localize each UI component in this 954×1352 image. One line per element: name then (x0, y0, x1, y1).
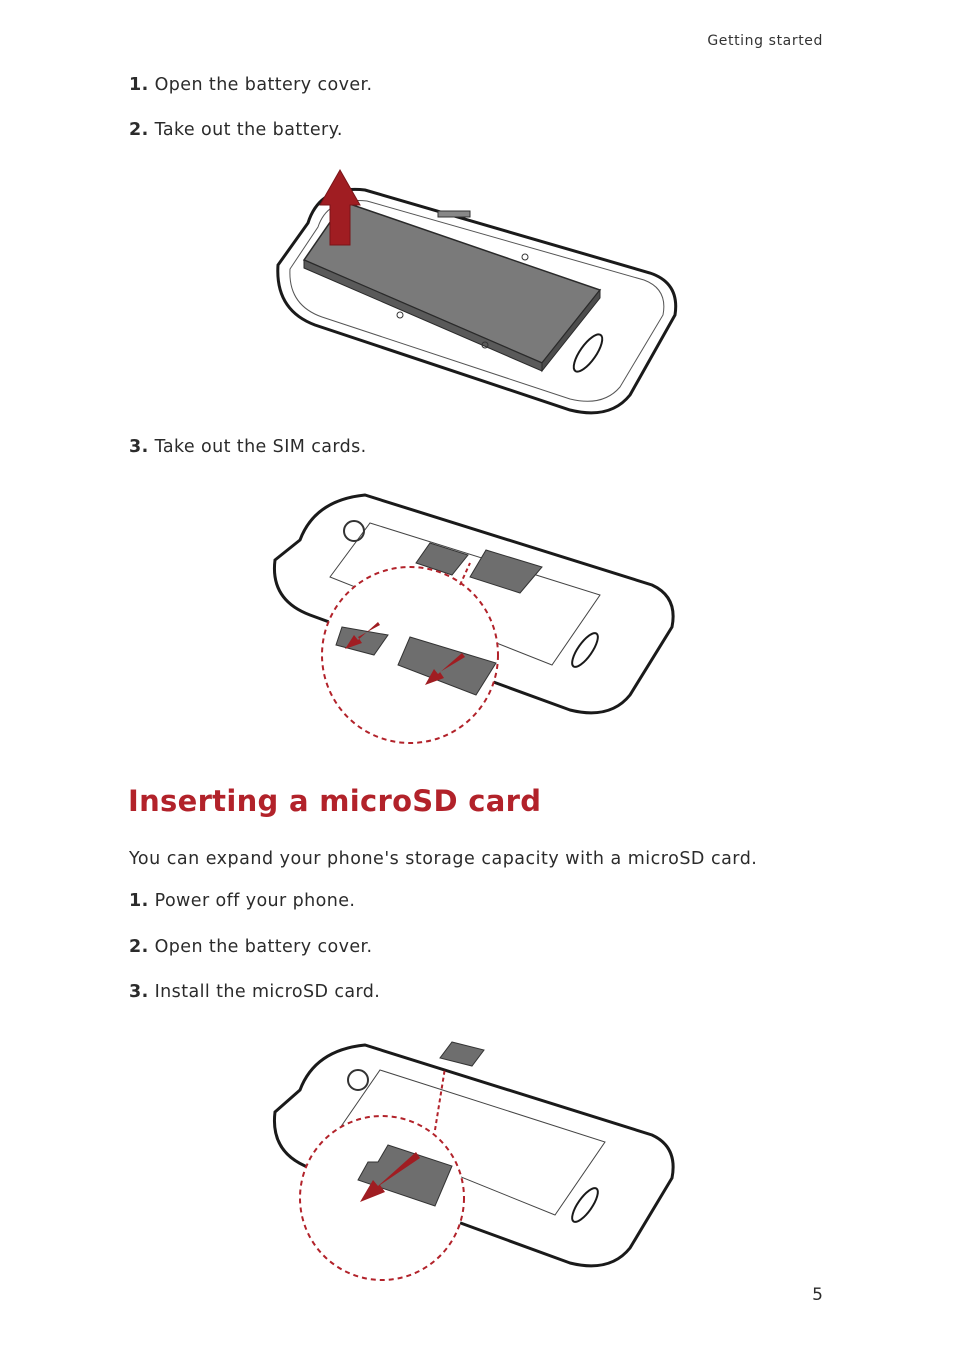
step-text: Power off your phone. (154, 891, 356, 911)
step-text: Open the battery cover. (154, 937, 373, 957)
sim-card-slot-2 (469, 549, 543, 594)
sim-card-slot-1 (415, 542, 469, 576)
section-intro: You can expand your phone's storage capa… (129, 849, 758, 869)
step-text: Install the microSD card. (154, 982, 381, 1002)
microsd-card-top (439, 1041, 485, 1067)
section-title: Inserting a microSD card (128, 784, 542, 818)
down-left-arrow-icon (345, 622, 380, 649)
zoom-circle (299, 1115, 465, 1281)
step-number: 3. (129, 437, 149, 457)
step-number: 2. (129, 120, 149, 140)
down-left-arrow-icon (360, 1152, 420, 1202)
step-install-microsd: 3.Install the microSD card. (129, 982, 380, 1002)
step-text: Take out the battery. (154, 120, 343, 140)
down-left-arrow-icon (425, 653, 465, 685)
speaker-grille (571, 632, 599, 668)
camera-lens (347, 1069, 369, 1091)
running-header: Getting started (707, 33, 823, 49)
step-open-battery-cover-2: 2.Open the battery cover. (129, 937, 372, 957)
battery-compartment (339, 1069, 606, 1216)
speaker-grille (572, 333, 604, 373)
sim-card-small (335, 626, 389, 656)
speaker-grille (571, 1187, 599, 1223)
step-text: Take out the SIM cards. (154, 437, 367, 457)
camera-lens (343, 520, 365, 542)
step-text: Open the battery cover. (154, 75, 373, 95)
step-power-off: 1.Power off your phone. (129, 891, 355, 911)
battery-end (541, 288, 601, 373)
step-number: 1. (129, 891, 149, 911)
zoom-leader (434, 1067, 446, 1131)
screw (481, 341, 489, 349)
step-number: 3. (129, 982, 149, 1002)
screw (396, 311, 404, 319)
screw (521, 253, 529, 261)
step-number: 2. (129, 937, 149, 957)
microsd-card-zoomed (357, 1144, 453, 1207)
step-take-out-battery: 2.Take out the battery. (129, 120, 343, 140)
battery-removal-illustration (276, 168, 678, 415)
page-number: 5 (812, 1285, 823, 1305)
sd-slot (437, 210, 471, 218)
sim-card-large (397, 636, 497, 696)
microsd-insertion-illustration (272, 1041, 675, 1281)
step-number: 1. (129, 75, 149, 95)
step-open-battery-cover: 1.Open the battery cover. (129, 75, 372, 95)
sim-removal-illustration (272, 493, 675, 744)
up-arrow-icon (319, 168, 361, 246)
step-take-out-sim-cards: 3.Take out the SIM cards. (129, 437, 367, 457)
